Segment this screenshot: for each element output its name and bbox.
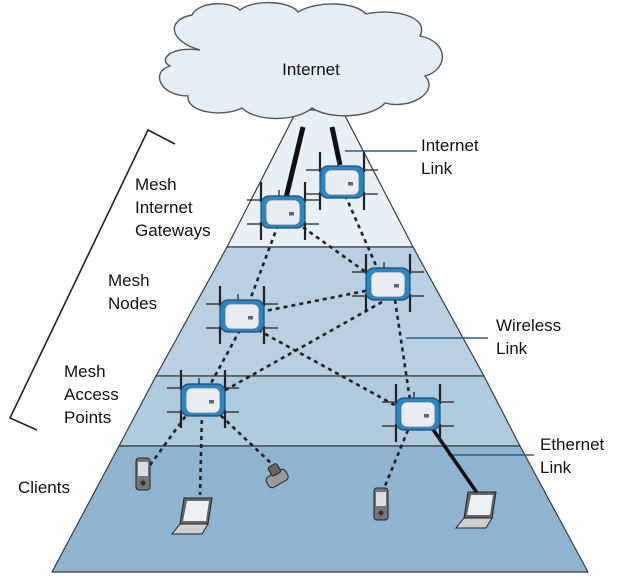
label-gateways-line-1: Mesh — [135, 175, 177, 194]
label-ethernet-link: Ethernet Link — [540, 435, 609, 477]
wireless-link — [198, 411, 204, 496]
cloud-label: Internet — [282, 60, 340, 79]
label-access-line-2: Access — [64, 385, 119, 404]
label-wireless-link-line-1: Wireless — [496, 316, 561, 335]
wireless-link — [221, 300, 383, 394]
wireless-link — [257, 328, 401, 410]
label-access-line-3: Points — [64, 408, 111, 427]
mesh-bracket — [8, 128, 176, 431]
label-ethernet-link-line-1: Ethernet — [540, 435, 605, 454]
wireless-link — [259, 288, 371, 314]
label-ethernet-link-line-2: Link — [540, 458, 572, 477]
label-mesh-nodes: Mesh Nodes — [108, 271, 157, 313]
label-nodes-line-2: Nodes — [108, 294, 157, 313]
label-internet-link-line-2: Link — [421, 159, 453, 178]
wireless-link — [248, 224, 280, 301]
pda-icon — [135, 457, 151, 491]
tier-nodes — [154, 246, 486, 377]
label-access-line-1: Mesh — [64, 362, 106, 381]
label-mesh-access-points: Mesh Access Points — [64, 362, 124, 427]
callout-lines — [345, 150, 534, 456]
wireless-link — [383, 429, 410, 487]
uplink-gateway-right — [329, 126, 343, 166]
tier-clients — [51, 445, 590, 573]
label-wireless-link-line-2: Link — [496, 339, 528, 358]
label-internet-link-line-1: Internet — [421, 136, 479, 155]
wireless-link — [393, 299, 412, 401]
wireless-link — [214, 409, 277, 469]
uplink-gateway-left — [283, 126, 306, 199]
pda-icon — [373, 487, 389, 521]
wireless-link — [208, 329, 242, 386]
label-internet-link: Internet Link — [421, 136, 483, 178]
label-gateways-line-3: Gateways — [135, 221, 211, 240]
label-wireless-link: Wireless Link — [496, 316, 566, 358]
label-clients: Clients — [18, 478, 70, 497]
label-mesh-internet-gateways: Mesh Internet Gateways — [135, 175, 211, 240]
cloud-icon: Internet — [158, 1, 444, 120]
wireless-link — [146, 409, 192, 469]
internet-uplinks — [283, 126, 343, 199]
wireless-link — [340, 187, 380, 271]
label-nodes-line-1: Mesh — [108, 271, 150, 290]
tier-access-points — [118, 375, 521, 447]
label-gateways-line-2: Internet — [135, 198, 193, 217]
